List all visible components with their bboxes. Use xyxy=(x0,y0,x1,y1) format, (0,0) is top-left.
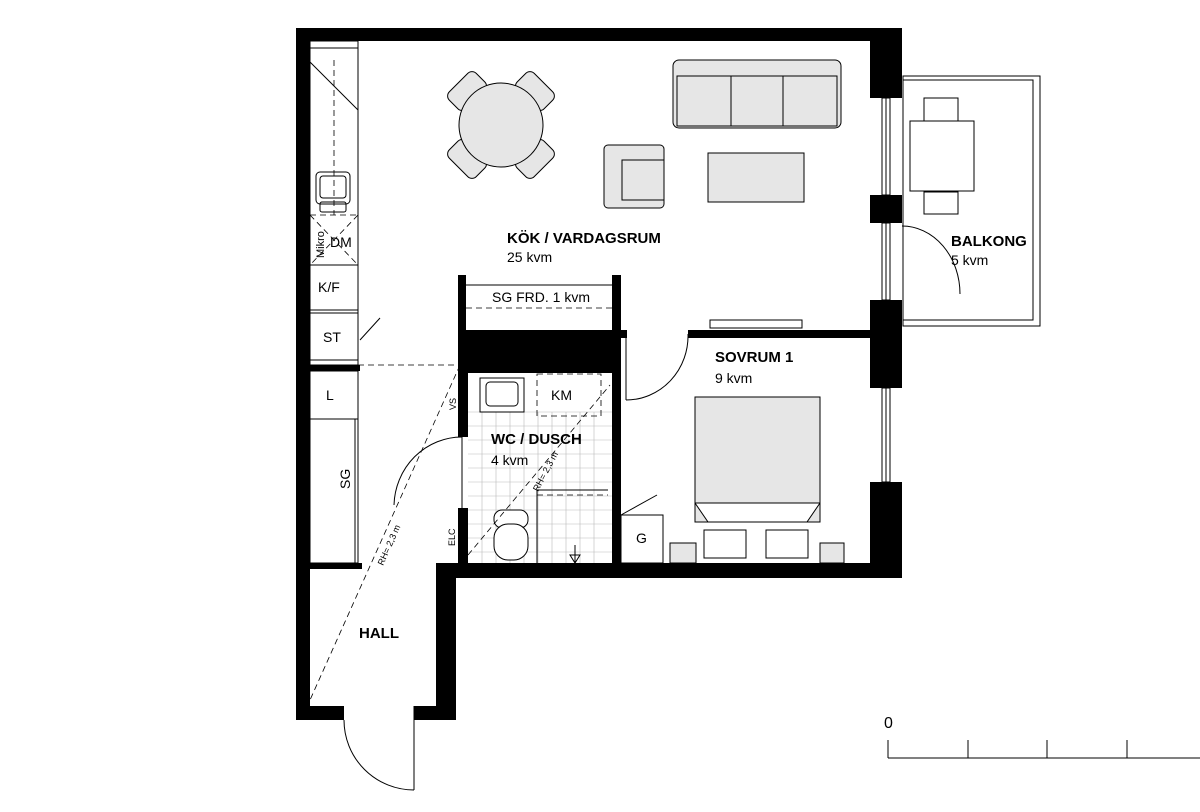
kitchen-counter xyxy=(309,40,381,366)
washing-machine-label: KM xyxy=(551,387,572,403)
entrance-door xyxy=(343,719,415,791)
prepared-wardrobe-label: SG FRD. 1 kvm xyxy=(492,289,590,305)
stove-label: ST xyxy=(323,329,341,345)
bedroom-name: SOVRUM 1 xyxy=(715,349,793,366)
walls xyxy=(296,28,902,720)
scale-bar xyxy=(887,740,1200,759)
bedroom-wardrobe-label: G xyxy=(636,530,647,546)
microwave-label: Mikro xyxy=(315,231,327,258)
hall-name: HALL xyxy=(359,625,399,642)
tv-bench xyxy=(709,319,803,329)
windows xyxy=(881,97,891,483)
hall-closets xyxy=(309,365,359,564)
hall-ceiling-height-label: RH= 2,3 m xyxy=(376,523,403,567)
balcony-name: BALKONG xyxy=(951,233,1027,250)
bathroom-fixtures xyxy=(467,373,612,564)
fridge-freezer-label: K/F xyxy=(318,279,340,295)
linen-closet-label: L xyxy=(326,387,334,403)
bedroom-furniture xyxy=(620,333,845,564)
dining-table xyxy=(447,71,555,179)
hall-wardrobe-label: SG xyxy=(337,469,353,489)
bathroom-door xyxy=(393,436,463,506)
bathroom-area: 4 kvm xyxy=(491,452,528,468)
kitchen-living-area: 25 kvm xyxy=(507,249,552,265)
sofa xyxy=(672,59,842,129)
wall-cabinet-label: VS xyxy=(448,398,458,410)
bathroom-name: WC / DUSCH xyxy=(491,431,582,448)
coffee-table xyxy=(707,152,805,203)
prepared-wardrobe xyxy=(466,284,612,309)
balcony-area: 5 kvm xyxy=(951,252,988,268)
scale-zero-label: 0 xyxy=(884,715,893,732)
bedroom-area: 9 kvm xyxy=(715,370,752,386)
hall-fixtures xyxy=(309,364,461,720)
balcony-door xyxy=(901,225,961,295)
dishwasher-label: DM xyxy=(330,234,352,250)
kitchen-living-name: KÖK / VARDAGSRUM xyxy=(507,230,661,247)
balcony xyxy=(902,75,1041,327)
electric-cabinet-label: ELC xyxy=(447,528,457,546)
bath-ceiling-height-label: RH= 2,3 m xyxy=(531,450,560,493)
armchair xyxy=(603,144,665,209)
